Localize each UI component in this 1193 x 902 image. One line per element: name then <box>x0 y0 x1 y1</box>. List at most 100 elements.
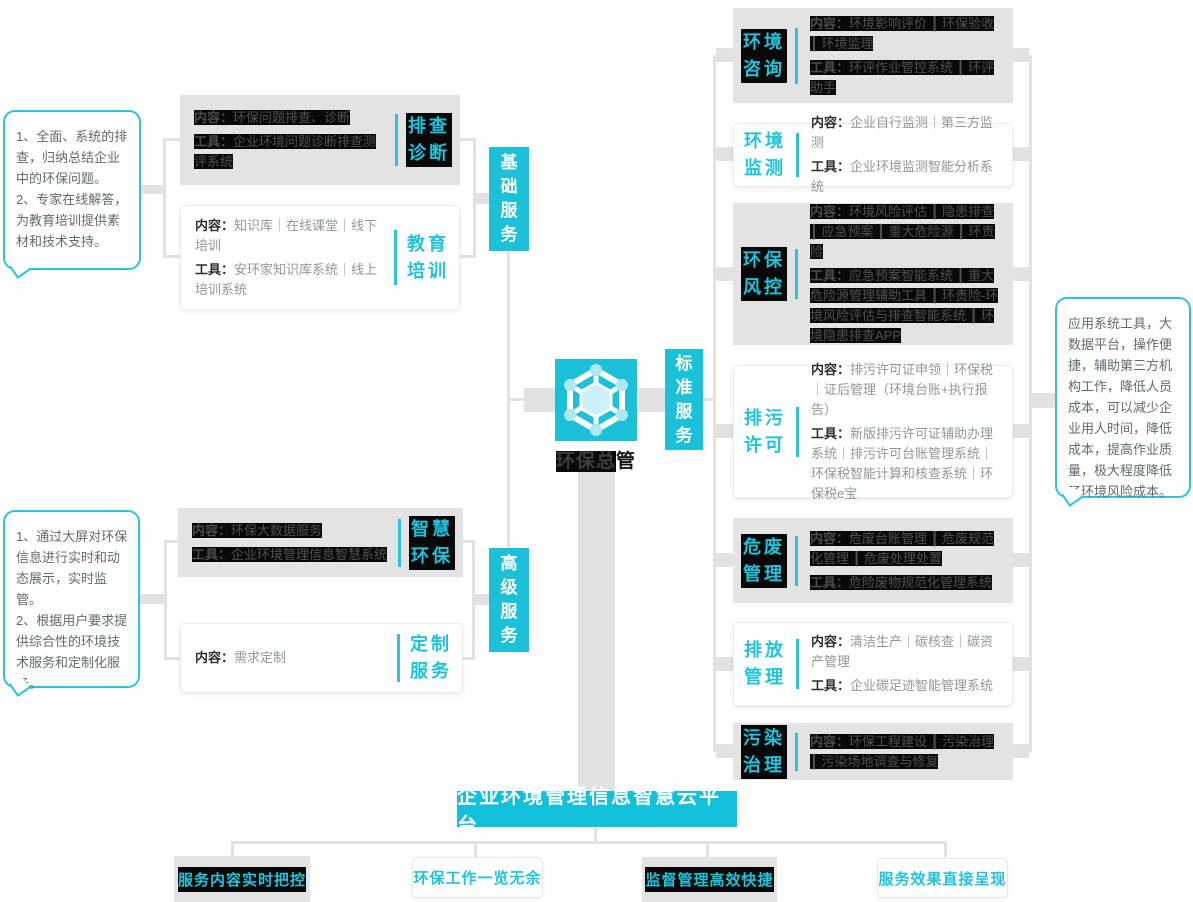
content-line: 工具：安环家知识库系统｜线上培训系统 <box>195 261 378 297</box>
connector-line <box>231 843 234 857</box>
divider <box>394 230 397 285</box>
connector-line <box>703 398 713 401</box>
benefit-note: 应用系统工具，大数据平台，操作便捷，辅助第三方机构工作，降低人员成本，可以减少企… <box>1055 297 1191 499</box>
connector-line <box>460 255 473 258</box>
emission-management-box: 排放管理 内容：清洁生产｜碳核查｜碳资产管理 工具：企业碳足迹智能管理系统 <box>733 622 1013 706</box>
connector-line <box>472 540 475 660</box>
content-line: 工具：企业环境监测智能分析系统 <box>811 159 994 194</box>
content-line: 内容：环境风险评估 ┃ 隐患排查 ┃ 应急预案 ┃ 重大危险源 ┃ 环责险 <box>810 204 995 259</box>
content-line: 工具：企业环境问题诊断排查测评系统 <box>194 134 377 169</box>
connector-line <box>463 657 472 660</box>
connector-line <box>474 843 477 857</box>
root-node <box>555 359 637 441</box>
box-title: 智慧环保 <box>401 515 463 570</box>
content-line: 工具：企业环境管理信息智慧系统 <box>192 546 388 562</box>
content-line: 内容：环境影响评价 ┃ 环保验收 ┃ 环境监理 <box>810 15 995 51</box>
connector-line <box>1029 55 1032 752</box>
pollutant-permit-box: 排污许可 内容：排污许可证申领｜环保税｜证后管理（环境台账+执行报告） 工具：新… <box>733 362 1013 501</box>
connector-stub <box>139 594 166 604</box>
env-consulting-box: 环境咨询 内容：环境影响评价 ┃ 环保验收 ┃ 环境监理 工具：环评作业管控系统… <box>733 8 1013 103</box>
box-title: 排放管理 <box>744 640 786 687</box>
content-line: 工具：环评作业管控系统 ┃ 环评助手 <box>810 59 995 95</box>
content-line: 内容：知识库｜在线课堂｜线下培训 <box>195 217 378 253</box>
connector-line <box>594 827 597 842</box>
advanced-note: 1、通过大屏对环保信息进行实时和动态展示，实时监管。 2、根据用户要求提供综合性… <box>3 510 140 691</box>
box-title: 危废管理 <box>733 533 795 588</box>
box-title: 教育培训 <box>407 233 449 281</box>
connector-stub <box>716 744 733 758</box>
hazardous-waste-box: 危废管理 内容：危废台账管理 ┃ 危废规范化管理 ┃ 危废处理处置 工具：危险废… <box>733 518 1013 603</box>
content-line: 内容：环保大数据服务 <box>192 522 323 538</box>
connector-stub <box>524 388 555 412</box>
connector-line <box>507 251 510 548</box>
connector-line <box>706 843 709 857</box>
box-title: 污染治理 <box>733 724 795 779</box>
content-line: 内容：环保问题排查、诊断 <box>194 110 351 125</box>
basic-services-tag: 基础服务 <box>489 147 529 251</box>
env-monitoring-box: 环境监测 内容：企业自行监测｜第三方监测 工具：企业环境监测智能分析系统 <box>733 115 1013 194</box>
box-title: 定制服务 <box>410 634 452 681</box>
content-line: 内容：环保工程建设 ┃ 污染治理 ┃ 污染场地调查与修复 <box>810 733 995 769</box>
connector-stub <box>1013 48 1029 62</box>
bottom-item-work-overview: 环保工作一览无余 <box>412 857 543 898</box>
standard-services-tag: 标准服务 <box>665 349 703 450</box>
divider <box>796 639 799 689</box>
tag-label: 标准服务 <box>675 353 693 445</box>
connector-stub <box>716 267 733 281</box>
connector-stub <box>1013 744 1029 758</box>
connector-line <box>164 540 167 660</box>
connector-stub <box>637 388 665 412</box>
connector-stub <box>716 147 733 161</box>
education-training-box: 内容：知识库｜在线课堂｜线下培训 工具：安环家知识库系统｜线上培训系统 教育培训 <box>180 205 460 310</box>
box-title: 环境监测 <box>744 131 786 178</box>
content-line: 内容：清洁生产｜碳核查｜碳资产管理 <box>811 634 994 669</box>
connector-line <box>473 138 476 258</box>
connector-stub <box>716 424 733 438</box>
connector-line <box>163 138 166 258</box>
smart-environment-box: 内容：环保大数据服务 工具：企业环境管理信息智慧系统 智慧环保 <box>178 508 463 577</box>
divider <box>795 732 798 771</box>
content-line: 工具：危险废物规范化管理系统 <box>810 574 993 590</box>
content-line: 内容：需求定制 <box>195 650 287 665</box>
divider <box>795 249 798 299</box>
custom-service-box: 内容：需求定制 定制服务 <box>180 623 463 693</box>
divider <box>796 406 799 457</box>
connector-stub <box>1013 657 1029 671</box>
connector-stub <box>716 553 733 567</box>
connector-stub <box>476 193 489 204</box>
connector-line <box>166 138 180 141</box>
root-label: 环保总管 <box>555 451 637 472</box>
bottom-item-service-results: 服务效果直接呈现 <box>877 858 1008 898</box>
hexagon-network-icon <box>564 364 628 436</box>
connector-line <box>167 657 180 660</box>
divider <box>397 634 400 682</box>
connector-line <box>463 540 472 543</box>
connector-line <box>944 843 947 857</box>
connector-stub <box>1013 424 1029 438</box>
connector-stub <box>1032 393 1055 408</box>
divider <box>796 133 799 177</box>
bottom-item-supervision: 监督管理高效快捷 <box>642 857 777 902</box>
content-line: 工具：应急预案智能系统 ┃ 重大危险源管理辅助工具 ┃ 环责险-环境风险评估与排… <box>810 268 999 343</box>
divider <box>795 27 798 84</box>
env-risk-control-box: 环保风控 内容：环境风险评估 ┃ 隐患排查 ┃ 应急预案 ┃ 重大危险源 ┃ 环… <box>733 203 1013 345</box>
content-line: 内容：企业自行监测｜第三方监测 <box>811 115 994 150</box>
connector-stub <box>716 48 733 62</box>
connector-line <box>509 398 524 401</box>
content-line: 内容：危废台账管理 ┃ 危废规范化管理 ┃ 危废处理处置 <box>810 530 995 566</box>
box-title: 环境咨询 <box>733 28 795 83</box>
divider <box>398 518 401 567</box>
connector-trunk <box>578 471 615 791</box>
content-line: 工具：企业碳足迹智能管理系统 <box>811 678 994 693</box>
pollution-treatment-box: 污染治理 内容：环保工程建设 ┃ 污染治理 ┃ 污染场地调查与修复 <box>733 723 1013 780</box>
connector-line <box>231 841 947 844</box>
connector-stub <box>1013 553 1029 567</box>
advanced-services-tag: 高级服务 <box>489 548 529 652</box>
box-title: 排查诊断 <box>398 113 460 167</box>
connector-stub <box>1013 267 1029 281</box>
divider <box>395 114 398 166</box>
bottom-item-service-control: 服务内容实时把控 <box>174 856 310 902</box>
content-line: 工具：新版排污许可证辅助办理系统｜排污许可台账管理系统｜环保税智能计算和核查系统… <box>811 425 994 501</box>
box-title: 环保风控 <box>733 247 795 301</box>
